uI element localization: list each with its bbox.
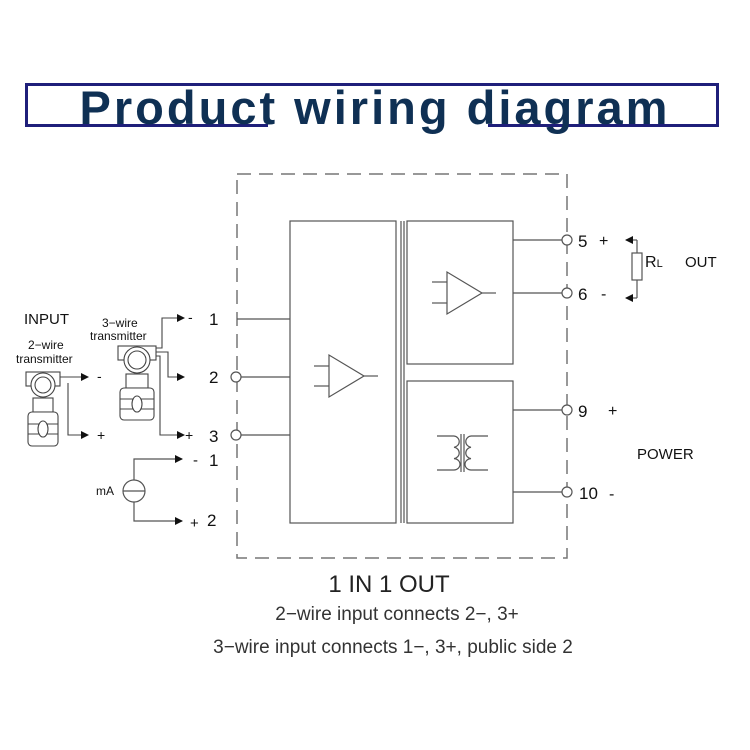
power-label: POWER <box>637 446 694 463</box>
input-label: INPUT <box>24 311 69 328</box>
load-label: RL <box>645 254 663 271</box>
terminal-3-label: 3 <box>209 427 218 446</box>
two-wire-plus: + <box>97 427 105 443</box>
terminal-5-sign: + <box>599 233 608 250</box>
ma-terminal-2: 2 <box>207 511 216 530</box>
two-wire-label-2: transmitter <box>16 352 73 366</box>
output-amplifier-icon <box>432 270 496 316</box>
power-block <box>406 380 514 524</box>
terminal-9-sign: + <box>608 403 617 420</box>
terminal-6-label: 6 <box>578 285 587 304</box>
terminal-2-label: 2 <box>209 368 218 387</box>
three-wire-minus: - <box>188 309 193 325</box>
terminal-10-sign: - <box>609 486 614 503</box>
three-wire-plus: + <box>185 427 193 443</box>
two-wire-note: 2−wire input connects 2−, 3+ <box>275 604 519 625</box>
terminal-10-label: 10 <box>579 484 598 503</box>
terminal-1-label: 1 <box>209 310 218 329</box>
input-amplifier-icon <box>314 353 378 399</box>
terminal-2 <box>230 371 242 383</box>
terminal-5-label: 5 <box>578 232 587 251</box>
ma-source-icon <box>122 455 183 525</box>
configuration-title: 1 IN 1 OUT <box>328 571 450 598</box>
terminal-6 <box>561 287 573 299</box>
ma-plus: + <box>190 515 199 532</box>
terminal-5 <box>561 234 573 246</box>
transformer-icon <box>437 434 488 472</box>
input-block <box>289 220 397 524</box>
output-block <box>406 220 514 365</box>
module-outline <box>236 173 568 559</box>
terminal-9 <box>561 404 573 416</box>
terminal-6-sign: - <box>601 286 606 303</box>
ma-minus: - <box>193 452 198 469</box>
load-resistor-icon <box>625 236 643 302</box>
ma-label: mA <box>96 484 114 498</box>
ma-terminal-1: 1 <box>209 451 218 470</box>
two-wire-label: 2−wire <box>28 338 64 352</box>
two-wire-minus: - <box>97 368 102 384</box>
terminal-3 <box>230 429 242 441</box>
three-wire-note: 3−wire input connects 1−, 3+, public sid… <box>213 637 573 658</box>
three-wire-transmitter-icon <box>117 345 157 421</box>
page-title: Product wiring diagram <box>79 81 671 134</box>
terminal-9-label: 9 <box>578 402 587 421</box>
out-label: OUT <box>685 254 717 271</box>
two-wire-transmitter-icon <box>25 371 61 447</box>
three-wire-label-2: transmitter <box>90 329 147 343</box>
title-frame-gap <box>268 124 488 130</box>
three-wire-label: 3−wire <box>102 316 138 330</box>
terminal-10 <box>561 486 573 498</box>
